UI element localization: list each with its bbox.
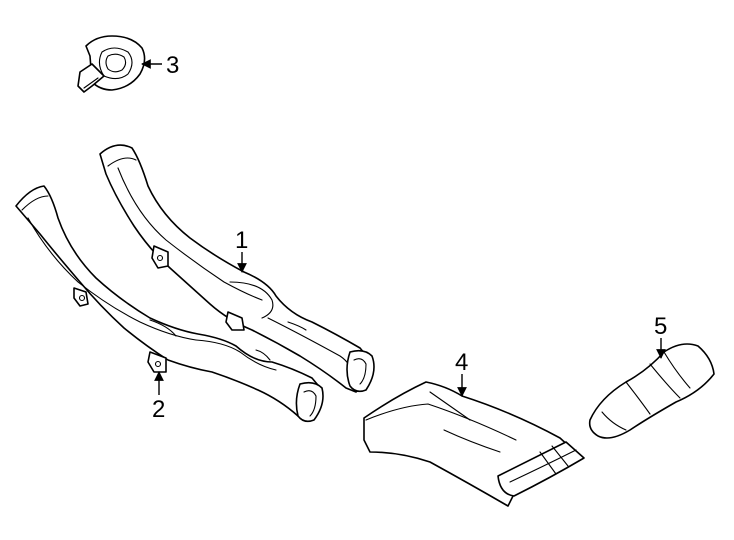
callout-2-label: 2: [152, 396, 165, 423]
part-3-clip: [77, 35, 146, 93]
callout-4-label: 4: [455, 349, 468, 376]
part-5-duct: [588, 343, 715, 439]
callout-3-label: 3: [166, 52, 179, 79]
callout-1-label: 1: [235, 227, 248, 254]
callout-5-label: 5: [654, 313, 667, 340]
part-2-duct: [15, 185, 324, 423]
callout-leaders: [141, 59, 666, 397]
part-1-duct: [99, 144, 375, 393]
part-4-duct: [363, 381, 585, 507]
